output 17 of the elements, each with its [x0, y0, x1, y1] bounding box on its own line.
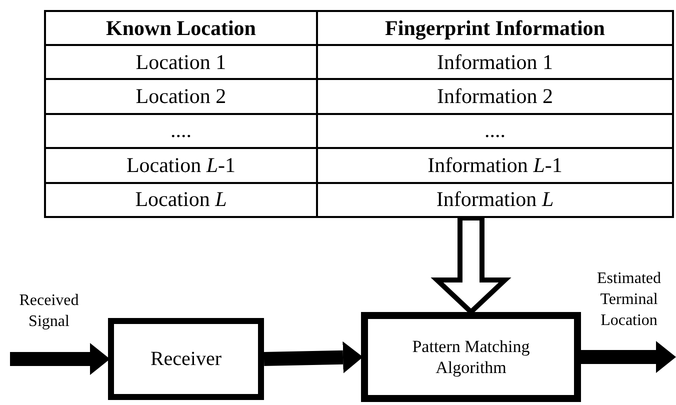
table-cell: Location L-1 — [46, 147, 318, 182]
process-box: Pattern Matching Algorithm — [361, 312, 581, 402]
table-cell: Location L — [46, 182, 318, 216]
table-cell: .... — [318, 112, 672, 148]
column-header: Fingerprint Information — [384, 14, 606, 42]
table-cell: Information L-1 — [318, 147, 672, 182]
table-cell: Location 2 — [46, 78, 318, 113]
table-cell: Information 1 — [318, 44, 672, 78]
table-cell: .... — [46, 112, 318, 148]
fingerprint-table — [44, 10, 674, 218]
table-cell: Information 2 — [318, 78, 672, 113]
column-header: Known Location — [46, 12, 318, 44]
process-box: Receiver — [108, 318, 264, 400]
table-cell: Location 1 — [46, 44, 318, 78]
edge-label: Estimated Terminal Location — [596, 269, 662, 331]
edge-label: Received Signal — [18, 291, 80, 332]
table-cell: Information L — [318, 182, 672, 216]
